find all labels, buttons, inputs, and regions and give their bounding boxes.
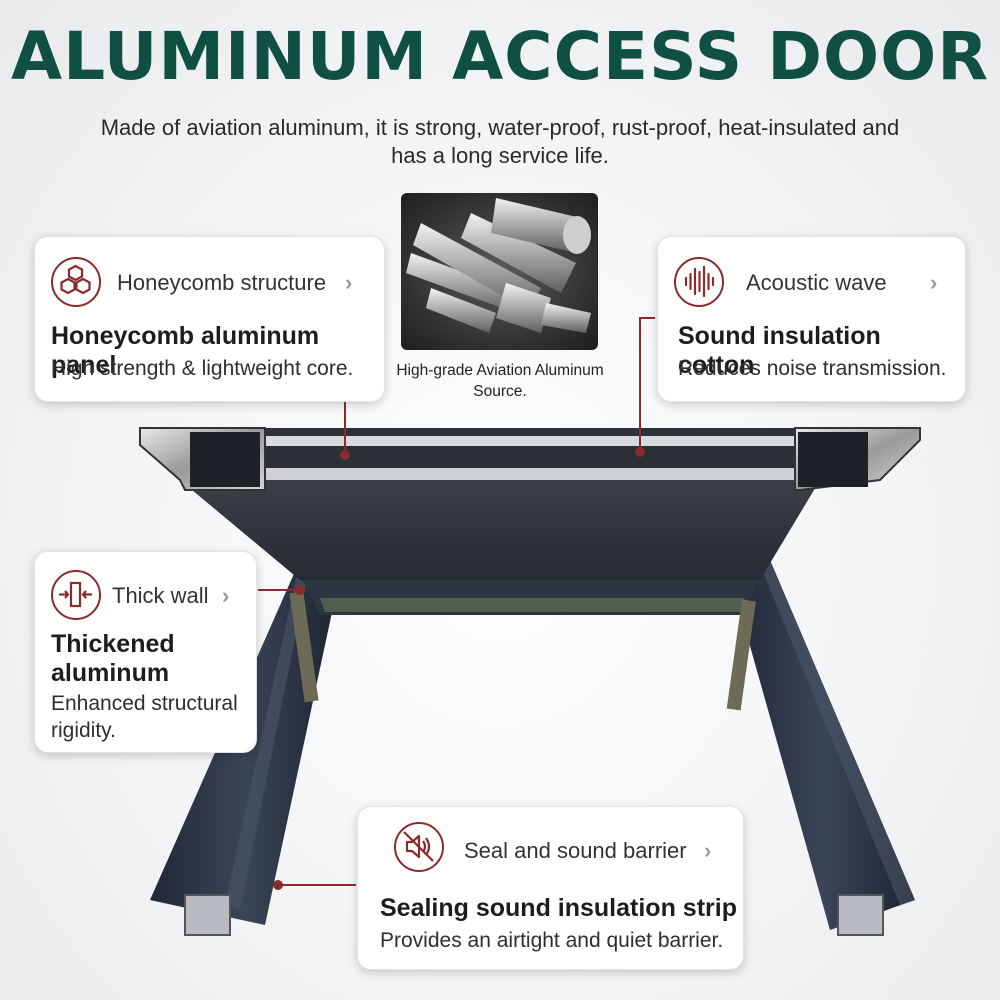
feature-description: Enhanced structural rigidity.: [51, 692, 238, 742]
muted-speaker-icon: [394, 822, 444, 872]
thick-wall-icon: [51, 570, 101, 620]
feature-heading: Sealing sound insulation strip: [380, 894, 737, 922]
chevron-right-icon[interactable]: ›: [222, 583, 230, 608]
photo-caption: High-grade Aviation Aluminum Source.: [396, 362, 604, 400]
feature-card-thick-wall: Thick wall › Thickened aluminum Enhanced…: [34, 551, 257, 753]
feature-tag: Seal and sound barrier: [464, 838, 687, 863]
sound-wave-icon: [674, 257, 724, 307]
feature-heading: Sound insulation cotton: [678, 322, 881, 379]
feature-description: High strength & lightweight core.: [51, 357, 354, 380]
feature-card-acoustic: Acoustic wave › Sound insulation cotton …: [657, 236, 966, 402]
chevron-right-icon[interactable]: ›: [930, 270, 938, 295]
feature-heading: Thickened aluminum: [51, 630, 175, 687]
feature-tag: Thick wall: [112, 583, 209, 608]
feature-description: Provides an airtight and quiet barrier.: [380, 929, 724, 952]
feature-heading: Honeycomb aluminum panel: [51, 322, 320, 379]
page-title: ALUMINUM ACCESS DOOR: [10, 18, 990, 95]
chevron-right-icon[interactable]: ›: [704, 838, 712, 863]
chevron-right-icon[interactable]: ›: [345, 270, 353, 295]
honeycomb-icon: [51, 257, 101, 307]
feature-tag: Acoustic wave: [746, 270, 887, 295]
feature-card-honeycomb: Honeycomb structure › Honeycomb aluminum…: [34, 236, 385, 402]
feature-card-seal: Seal and sound barrier › Sealing sound i…: [357, 806, 744, 970]
page-subtitle: Made of aviation aluminum, it is strong,…: [100, 115, 900, 168]
feature-description: Reduces noise transmission.: [678, 357, 947, 380]
feature-tag: Honeycomb structure: [117, 270, 327, 295]
aluminum-bars-photo: [401, 193, 598, 350]
